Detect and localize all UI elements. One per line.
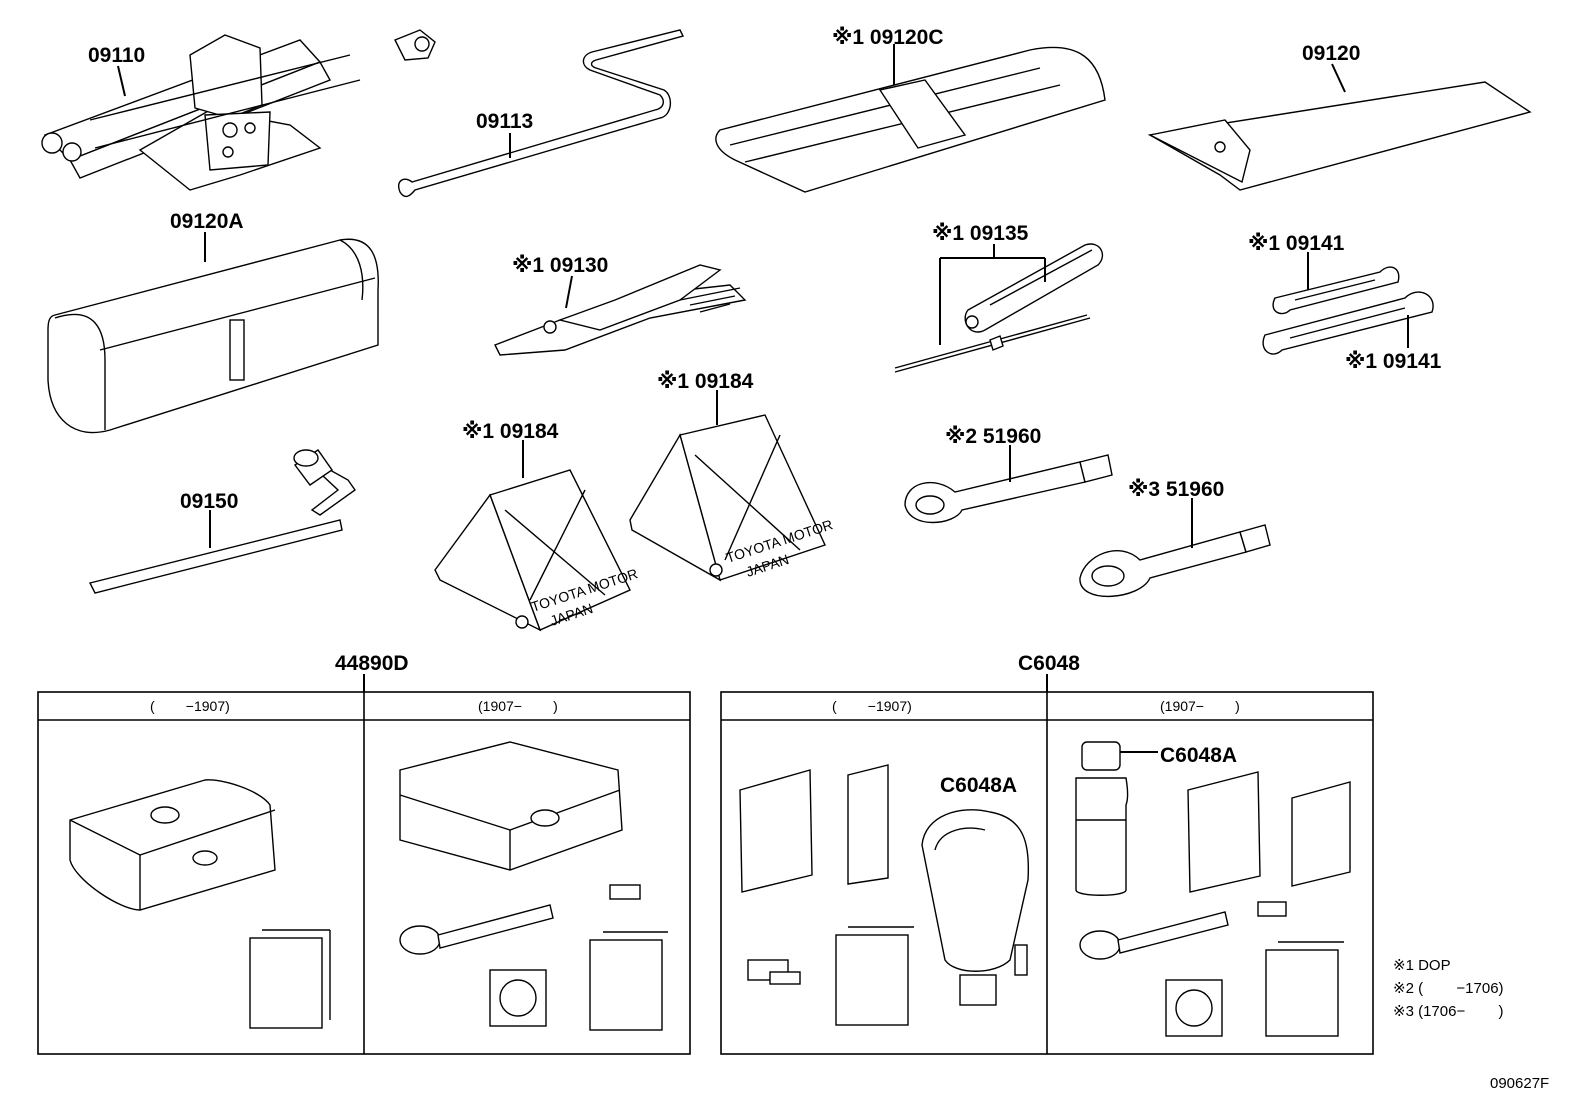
note-2: ※2 ( −1706) — [1393, 980, 1504, 997]
valve-core-illustration — [609, 884, 641, 900]
valve-tool-illustration — [747, 959, 801, 985]
part-number-09120c: ※1 09120C — [832, 26, 944, 49]
table-left-col1-header: ( −1907) — [150, 698, 230, 714]
note-1: ※1 DOP — [1393, 957, 1451, 974]
instruction-card-illustration — [739, 764, 889, 893]
compressor-new-illustration — [399, 741, 623, 871]
part-number-09135: ※1 09135 — [932, 222, 1029, 245]
part-number-51960-a: ※2 51960 — [945, 425, 1041, 448]
wheel-chock-right-illustration: TOYOTA MOTOR JAPAN — [629, 414, 835, 582]
speed-sticker-illustration — [489, 969, 547, 1027]
lug-wrench-illustration — [88, 449, 356, 594]
part-number-51960-b: ※3 51960 — [1128, 478, 1224, 501]
part-number-09120a: 09120A — [170, 210, 244, 233]
part-number-c6048: C6048 — [1018, 652, 1080, 675]
part-number-c6048a-right: C6048A — [1160, 744, 1237, 767]
jack-handle-illustration — [398, 29, 685, 198]
hose-illustration — [399, 904, 554, 955]
part-number-09130: ※1 09130 — [512, 254, 608, 277]
wheel-chock-left-illustration: TOYOTA MOTOR JAPAN — [434, 469, 640, 632]
repair-kit-table-right: ( −1907) (1907− ) C6048A — [720, 691, 1374, 1055]
table-left-col2-header: (1907− ) — [478, 698, 558, 714]
speed-sticker-c6048-illustration — [1165, 979, 1223, 1037]
hose-c6048-illustration — [1079, 911, 1229, 960]
table-right-col1-header: ( −1907) — [832, 698, 912, 714]
valve-core-c6048-illustration — [1257, 901, 1287, 917]
tool-bag-rolled-illustration — [715, 46, 1106, 193]
part-number-09184-right: ※1 09184 — [657, 370, 754, 393]
leader-09130 — [565, 275, 573, 309]
leader-09110 — [117, 65, 126, 97]
screwdriver-illustration — [894, 243, 1103, 373]
towing-eye-1-illustration — [904, 454, 1113, 524]
part-number-09120: 09120 — [1302, 42, 1360, 65]
jack-illustration — [41, 29, 436, 191]
part-number-09184-left: ※1 09184 — [462, 420, 559, 443]
tool-case-illustration — [47, 238, 379, 434]
part-number-09150: 09150 — [180, 490, 238, 513]
compressor-old-illustration — [69, 779, 276, 911]
leader-09120 — [1331, 63, 1346, 93]
pliers-illustration — [494, 264, 747, 356]
part-number-09110: 09110 — [88, 44, 145, 67]
manual-booklet-c6048-illustration — [835, 926, 914, 1026]
table-right-col2-header: (1907− ) — [1160, 698, 1240, 714]
towing-eye-2-illustration — [1079, 524, 1271, 598]
part-number-c6048a-left: C6048A — [940, 774, 1017, 797]
drawing-id: 090627F — [1490, 1075, 1549, 1092]
manual-booklet-illustration — [249, 929, 331, 1029]
sealant-bottle-bag-illustration — [921, 809, 1030, 1006]
manual-booklet-c6048-new-illustration — [1265, 941, 1344, 1037]
part-number-09141-top: ※1 09141 — [1248, 232, 1345, 255]
part-number-09141-bottom: ※1 09141 — [1345, 350, 1442, 373]
repair-kit-table-left: ( −1907) (1907− ) — [37, 691, 691, 1055]
part-number-44890d: 44890D — [335, 652, 409, 675]
instruction-card-new-illustration — [1187, 771, 1351, 893]
tool-bag-flat-illustration — [1147, 81, 1532, 191]
wrench-illustration — [1262, 266, 1434, 355]
manual-booklet-new-illustration — [589, 931, 668, 1031]
sealant-bottle-illustration — [1075, 741, 1129, 896]
note-3: ※3 (1706− ) — [1393, 1003, 1504, 1020]
part-number-09113: 09113 — [476, 110, 533, 133]
